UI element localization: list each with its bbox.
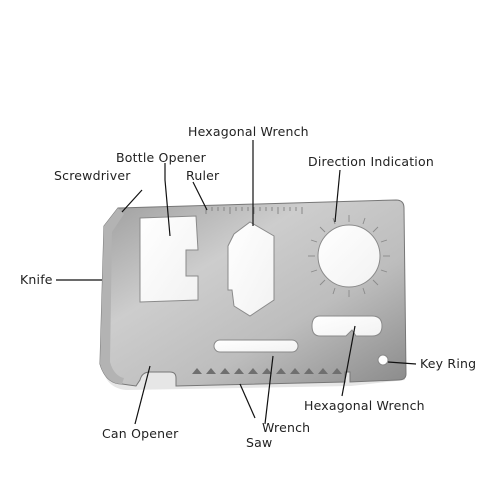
label-hexagonal-wrench-top: Hexagonal Wrench <box>188 124 309 139</box>
label-direction-indication: Direction Indication <box>308 154 434 169</box>
callout-lines <box>56 140 417 425</box>
label-can-opener: Can Opener <box>102 426 179 441</box>
small-hex-wrench-cutout <box>311 315 383 337</box>
saw-teeth <box>192 368 342 374</box>
wrench-slot <box>213 339 299 353</box>
label-screwdriver: Screwdriver <box>54 168 131 183</box>
hexagonal-wrench-cutout <box>227 221 275 317</box>
label-ruler: Ruler <box>186 168 220 183</box>
label-bottle-opener: Bottle Opener <box>116 150 206 165</box>
label-hexagonal-wrench-bottom: Hexagonal Wrench <box>304 398 425 413</box>
knife-edge <box>100 208 124 384</box>
label-wrench: Wrench <box>262 420 311 435</box>
bottle-opener-cutout <box>139 215 199 303</box>
key-ring-hole <box>377 354 389 366</box>
label-knife: Knife <box>20 272 53 287</box>
direction-indicator <box>308 215 390 297</box>
label-saw: Saw <box>246 435 273 450</box>
label-key-ring: Key Ring <box>420 356 477 371</box>
